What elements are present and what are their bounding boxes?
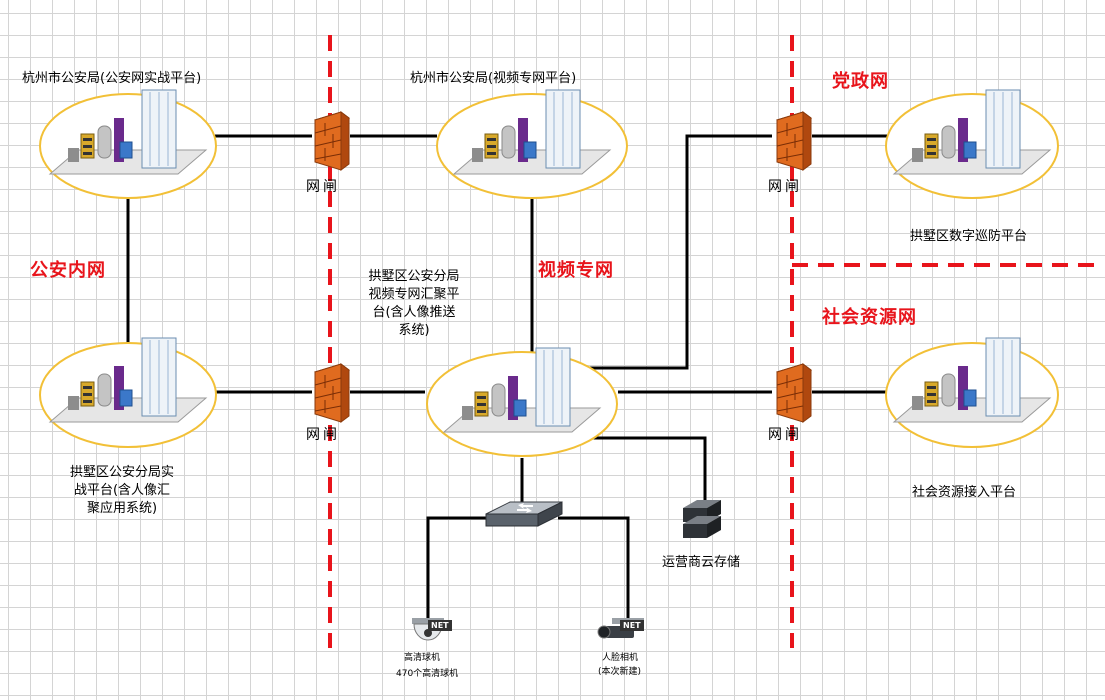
dome-camera-note: 470个高清球机	[396, 669, 459, 679]
zone-label-social: 社会资源网	[822, 307, 917, 328]
link-hub-storage	[590, 436, 707, 500]
platform-gongshu-patrol	[885, 89, 1059, 199]
cloud-storage-icon	[683, 500, 721, 538]
gateway-label-2: 网闸	[768, 179, 802, 195]
platform-gongshu-combat	[39, 337, 217, 448]
label-gongshu-video-hub: 拱墅区公安分局视频专网汇聚平台(含人像推送系统)	[368, 269, 460, 338]
face-camera-name: 人脸相机	[602, 653, 639, 663]
gateway-label-1: 网闸	[306, 179, 340, 195]
gateway-label-3: 网闸	[306, 427, 340, 443]
gateway-label-4: 网闸	[768, 427, 802, 443]
zone-label-video-private: 视频专网	[538, 260, 614, 281]
face-camera-note: (本次新建)	[598, 667, 642, 677]
label-hz-police-combat: 杭州市公安局(公安网实战平台)	[22, 71, 202, 86]
link-switch-face	[558, 516, 630, 620]
label-gongshu-combat: 拱墅区公安分局实战平台(含人像汇聚应用系统)	[70, 465, 175, 516]
net-badge-dome: NET	[428, 620, 452, 631]
link-hub-gate2	[590, 134, 772, 370]
platform-social-access	[885, 337, 1059, 448]
net-badge-face: NET	[620, 620, 644, 631]
label-social-access: 社会资源接入平台	[912, 485, 1017, 500]
zone-label-police-intranet: 公安内网	[30, 260, 106, 281]
platform-hz-police-combat	[39, 89, 217, 199]
link-switch-dome	[426, 516, 486, 620]
platform-hz-police-video	[436, 89, 628, 199]
dome-camera-name: 高清球机	[404, 653, 441, 663]
zone-label-party-gov: 党政网	[832, 71, 889, 92]
label-cloud-storage: 运营商云存储	[662, 555, 741, 570]
label-hz-police-video: 杭州市公安局(视频专网平台)	[410, 71, 577, 86]
platform-gongshu-video-hub	[426, 347, 618, 457]
label-gongshu-patrol: 拱墅区数字巡防平台	[910, 229, 1028, 244]
network-links	[126, 134, 887, 620]
switch-icon	[485, 501, 563, 527]
